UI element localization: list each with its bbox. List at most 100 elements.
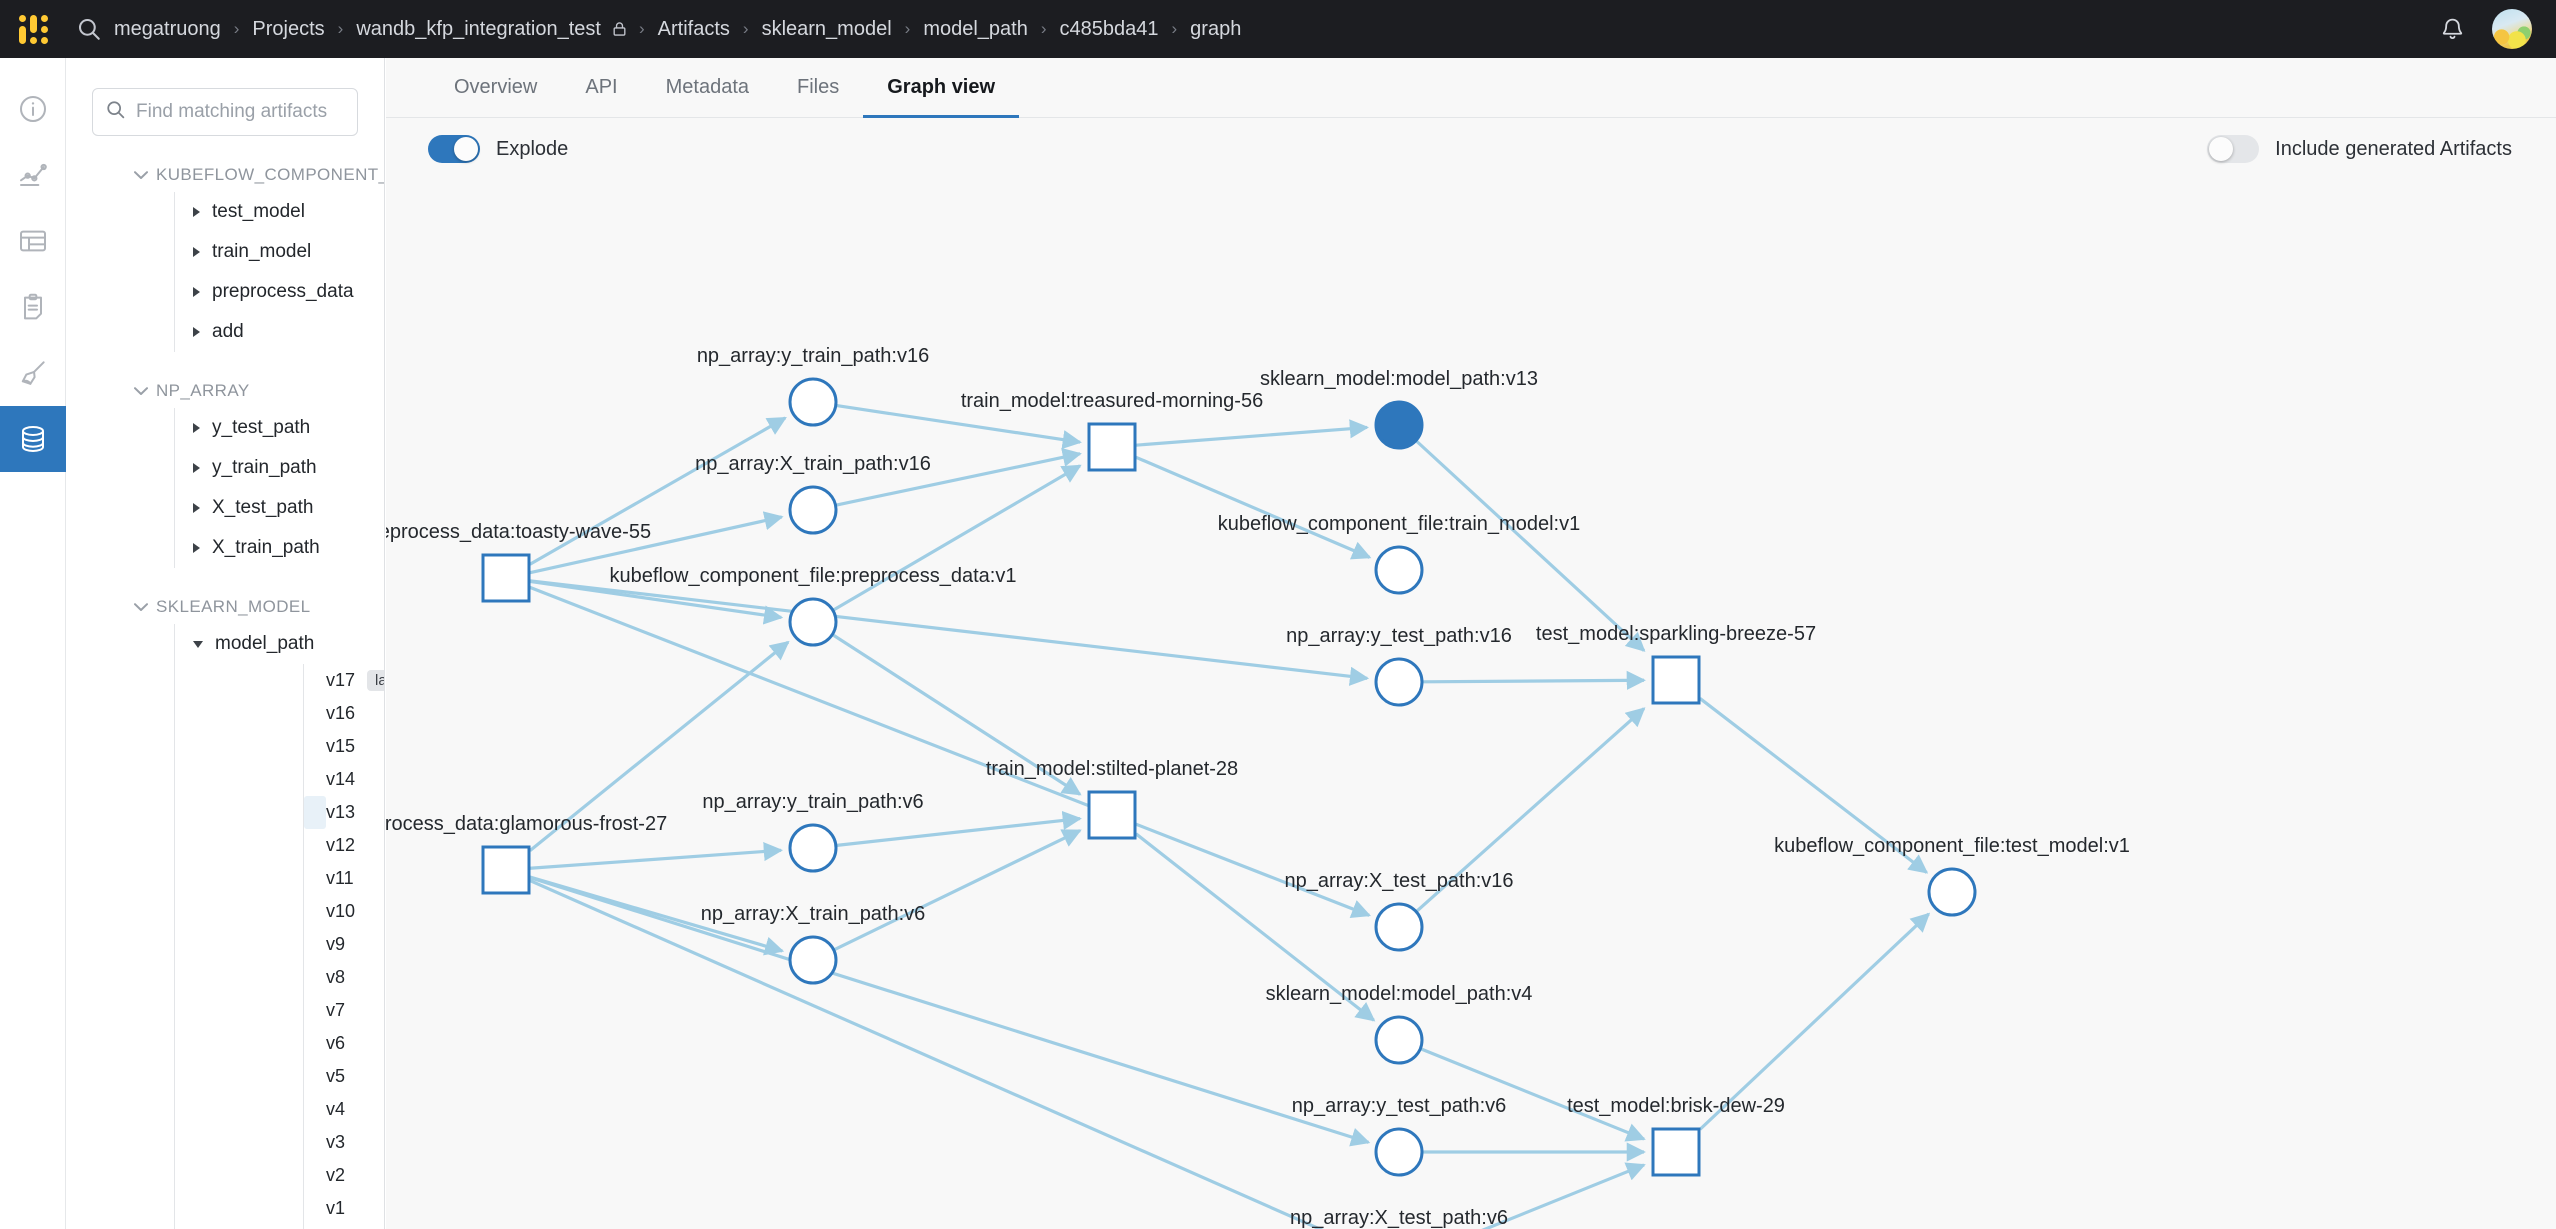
version-item-v17[interactable]: v17latest	[304, 664, 384, 697]
breadcrumb-item-model-path[interactable]: model_path	[923, 17, 1028, 40]
graph-edge	[528, 640, 790, 852]
artifact-search-box[interactable]	[92, 88, 358, 136]
chevron-right-icon	[193, 503, 200, 513]
sidebar-group-header-kubeflow-component-[interactable]: KUBEFLOW_COMPONENT_...	[66, 158, 384, 192]
version-label: v12	[326, 835, 356, 855]
version-item-v3[interactable]: v3	[304, 1126, 345, 1159]
breadcrumb-item-artifacts[interactable]: Artifacts	[657, 17, 730, 40]
version-item-v1[interactable]: v1	[304, 1192, 345, 1225]
graph-node-n13[interactable]	[1087, 790, 1137, 840]
graph-edge	[833, 829, 1082, 951]
breadcrumb-item-wandb-kfp-integration-test[interactable]: wandb_kfp_integration_test	[356, 17, 601, 40]
explode-label: Explode	[496, 137, 569, 160]
graph-node-n1[interactable]	[481, 553, 531, 603]
explode-toggle[interactable]	[428, 135, 480, 163]
version-label: v11	[326, 868, 354, 888]
sidebar-item-X_test_path[interactable]: X_test_path	[175, 488, 384, 528]
sidebar-item-train_model[interactable]: train_model	[175, 232, 384, 272]
breadcrumb-item-c485bda41[interactable]: c485bda41	[1059, 17, 1159, 40]
graph-node-n17[interactable]	[1374, 1127, 1424, 1177]
sidebar-group-list: KUBEFLOW_COMPONENT_... test_model train_mo…	[66, 158, 384, 1229]
clipboard-icon[interactable]	[0, 274, 66, 340]
logo-dot	[29, 14, 37, 33]
search-icon	[105, 99, 126, 125]
graph-node-n9[interactable]	[1651, 655, 1701, 705]
version-item-v11[interactable]: v11	[304, 862, 354, 895]
version-item-v12[interactable]: v12	[304, 829, 355, 862]
version-item-v14[interactable]: v14	[304, 763, 355, 796]
include-generated-artifacts-toggle[interactable]	[2207, 135, 2260, 163]
version-item-v8[interactable]: v8	[304, 961, 345, 994]
wandb-logo[interactable]	[0, 14, 66, 44]
version-label: v2	[326, 1165, 346, 1185]
version-item-v2[interactable]: v2	[304, 1159, 345, 1192]
breadcrumb-item-projects[interactable]: Projects	[252, 17, 325, 40]
table-icon[interactable]	[0, 208, 66, 274]
graph-node-n16[interactable]	[1374, 1015, 1424, 1065]
sidebar-item-add[interactable]: add	[175, 312, 384, 352]
version-item-v13[interactable]: v13	[304, 796, 355, 829]
tab-files[interactable]: Files	[797, 76, 840, 98]
graph-node-n10[interactable]	[788, 823, 838, 873]
graph-node-n15[interactable]	[1927, 867, 1977, 917]
graph-node-n18[interactable]	[1651, 1127, 1701, 1177]
graph-edges	[528, 403, 1931, 1229]
graph-node-n7[interactable]	[1374, 545, 1424, 595]
version-item-v0[interactable]: v0	[304, 1225, 326, 1229]
version-item-v4[interactable]: v4	[304, 1093, 345, 1126]
logo-dot	[18, 25, 26, 44]
sidebar-item-preprocess_data[interactable]: preprocess_data	[175, 272, 384, 312]
graph-node-n6[interactable]	[1374, 400, 1424, 450]
breadcrumb-item-graph[interactable]: graph	[1190, 17, 1242, 40]
graph-node-n2[interactable]	[788, 377, 838, 427]
sidebar-item-test_model[interactable]: test_model	[175, 192, 384, 232]
sidebar-item-y_train_path[interactable]: y_train_path	[175, 448, 384, 488]
search-icon[interactable]	[66, 16, 112, 42]
sidebar-item-label: train_model	[212, 241, 312, 262]
sidebar-group-header-sklearn-model[interactable]: SKLEARN_MODEL	[66, 590, 384, 624]
sidebar-group-header-np-array[interactable]: NP_ARRAY	[66, 374, 384, 408]
version-item-v7[interactable]: v7	[304, 994, 345, 1027]
search-input[interactable]	[136, 101, 345, 123]
line-chart-icon[interactable]	[0, 142, 66, 208]
version-item-v15[interactable]: v15	[304, 730, 355, 763]
graph-node-n4[interactable]	[788, 597, 838, 647]
graph-node-n8[interactable]	[1374, 657, 1424, 707]
graph-node-label: np_array:X_test_path:v16	[1284, 870, 1513, 892]
broom-icon[interactable]	[0, 340, 66, 406]
graph-node-n11[interactable]	[481, 845, 531, 895]
tab-metadata[interactable]: Metadata	[665, 76, 749, 98]
logo-dot	[29, 36, 37, 44]
graph-node-n5[interactable]	[1087, 422, 1137, 472]
breadcrumb-item-megatruong[interactable]: megatruong	[114, 17, 221, 40]
version-item-v9[interactable]: v9	[304, 928, 345, 961]
database-icon[interactable]	[0, 406, 66, 472]
version-item-v6[interactable]: v6	[304, 1027, 345, 1060]
tab-overview[interactable]: Overview	[454, 76, 538, 98]
sidebar-item-label: y_train_path	[212, 457, 317, 478]
sidebar-item-label: test_model	[212, 201, 305, 222]
logo-dot	[40, 36, 48, 44]
tab-api[interactable]: API	[585, 76, 618, 98]
graph-node-n3[interactable]	[788, 485, 838, 535]
version-item-v16[interactable]: v16	[304, 697, 355, 730]
tab-graph-view[interactable]: Graph view	[863, 76, 1020, 118]
info-icon[interactable]	[0, 76, 66, 142]
sidebar-item-label: X_train_path	[212, 537, 320, 558]
graph-node-n12[interactable]	[788, 935, 838, 985]
breadcrumb-item-sklearn-model[interactable]: sklearn_model	[761, 17, 892, 40]
user-avatar[interactable]	[2492, 9, 2532, 49]
graph-edge	[529, 841, 783, 870]
version-item-v5[interactable]: v5	[304, 1060, 345, 1093]
sidebar-item-model_path[interactable]: model_path	[175, 624, 384, 664]
graph-edge	[1420, 1047, 1646, 1142]
breadcrumb-separator: ›	[337, 19, 344, 38]
breadcrumb: megatruong›Projects›wandb_kfp_integratio…	[112, 18, 1243, 41]
sidebar-item-y_test_path[interactable]: y_test_path	[175, 408, 384, 448]
bell-icon[interactable]	[2439, 16, 2466, 43]
version-item-v10[interactable]: v10	[304, 895, 355, 928]
sidebar-item-X_train_path[interactable]: X_train_path	[175, 528, 384, 568]
graph-node-n14[interactable]	[1374, 902, 1424, 952]
